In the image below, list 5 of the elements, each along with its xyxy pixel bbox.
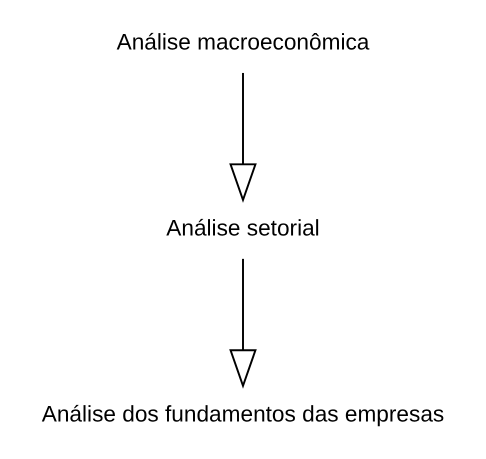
arrow [229, 258, 257, 389]
node-text: Análise dos fundamentos das empresas [42, 401, 444, 426]
node-text: Análise setorial [166, 215, 320, 240]
arrow [229, 72, 257, 203]
node-text: Análise macroeconômica [116, 30, 370, 55]
